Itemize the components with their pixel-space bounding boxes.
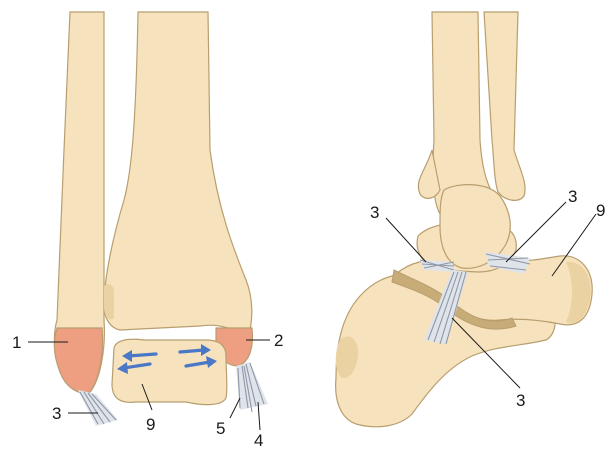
tibia-posterior — [417, 149, 441, 199]
arrow-right-lower — [184, 360, 212, 368]
arrowhead-left-lower — [117, 362, 128, 374]
label-5: 5 — [216, 419, 225, 438]
leader-4 — [257, 401, 261, 431]
arrowhead-right-upper — [201, 344, 211, 356]
arrow-left-upper — [126, 352, 158, 358]
arrow-right-upper — [178, 348, 206, 354]
label-3-bottom: 3 — [516, 391, 525, 410]
arrow-left-lower — [122, 362, 152, 370]
leader-9 — [141, 383, 153, 411]
leader-5 — [229, 397, 241, 419]
talus — [111, 338, 228, 406]
medial-ligaments — [236, 362, 268, 413]
leader-3-right — [505, 201, 567, 263]
leader-9-right — [551, 213, 597, 277]
arrowhead-right-lower — [206, 356, 217, 368]
lateral-view: 3 3 9 3 — [335, 11, 605, 428]
anterior-view: 1 2 3 9 5 4 — [12, 11, 283, 450]
arrowhead-left-upper — [122, 350, 132, 362]
navicular — [566, 261, 591, 324]
label-9-right: 9 — [596, 201, 605, 220]
subtalar-gap — [391, 269, 517, 330]
lateral-malleolus — [53, 327, 104, 394]
label-2: 2 — [274, 331, 283, 350]
label-1: 1 — [12, 333, 21, 352]
label-3-right: 3 — [568, 187, 577, 206]
talus-arrows — [117, 344, 217, 374]
calcaneus-posterior — [335, 336, 358, 379]
leader-3-left — [385, 217, 427, 263]
label-3-left: 3 — [370, 203, 379, 222]
label-3: 3 — [52, 404, 61, 423]
tibia-shading — [104, 284, 114, 320]
label-4: 4 — [254, 431, 263, 450]
tibia — [103, 11, 253, 331]
leader-3-bottom — [451, 317, 521, 389]
fibula-lateral — [483, 11, 526, 201]
lateral-ligaments — [419, 252, 531, 345]
label-9: 9 — [146, 415, 155, 434]
lateral-ligament — [78, 390, 118, 426]
